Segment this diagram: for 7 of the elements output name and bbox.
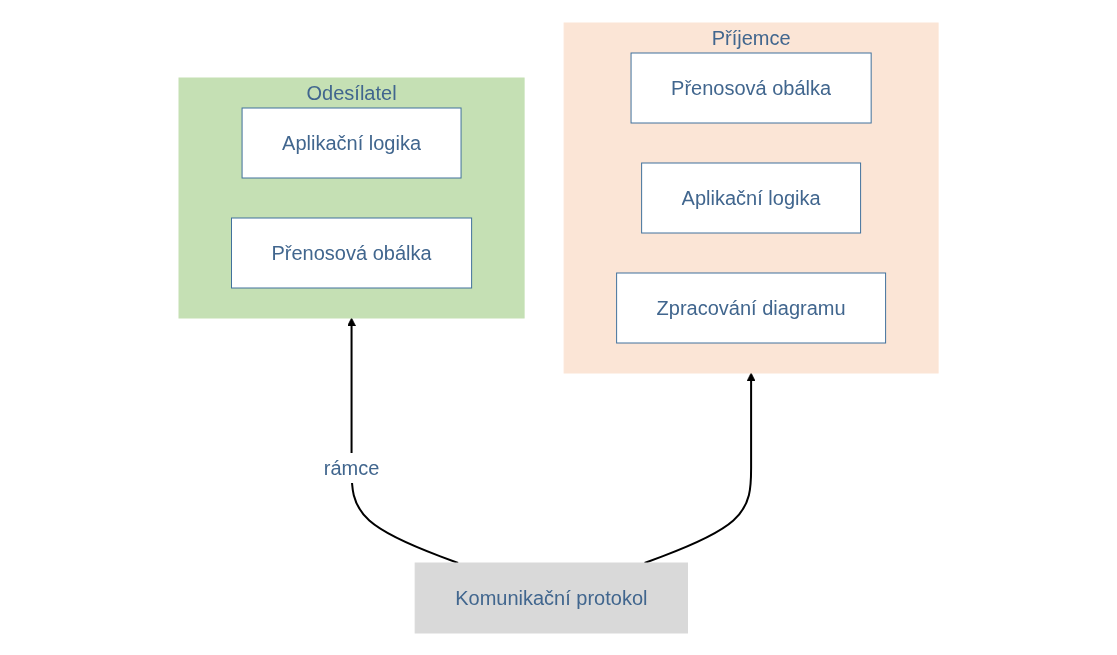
node-box: Aplikační logika bbox=[641, 162, 862, 233]
node-box: Přenosová obálka bbox=[230, 217, 473, 288]
edge-label: rámce bbox=[323, 456, 380, 479]
node-box: Zpracování diagramu bbox=[616, 272, 887, 343]
node-box: Přenosová obálka bbox=[630, 52, 872, 123]
node-box: Aplikační logika bbox=[241, 107, 462, 178]
node-box: Komunikační protokol bbox=[414, 562, 688, 633]
